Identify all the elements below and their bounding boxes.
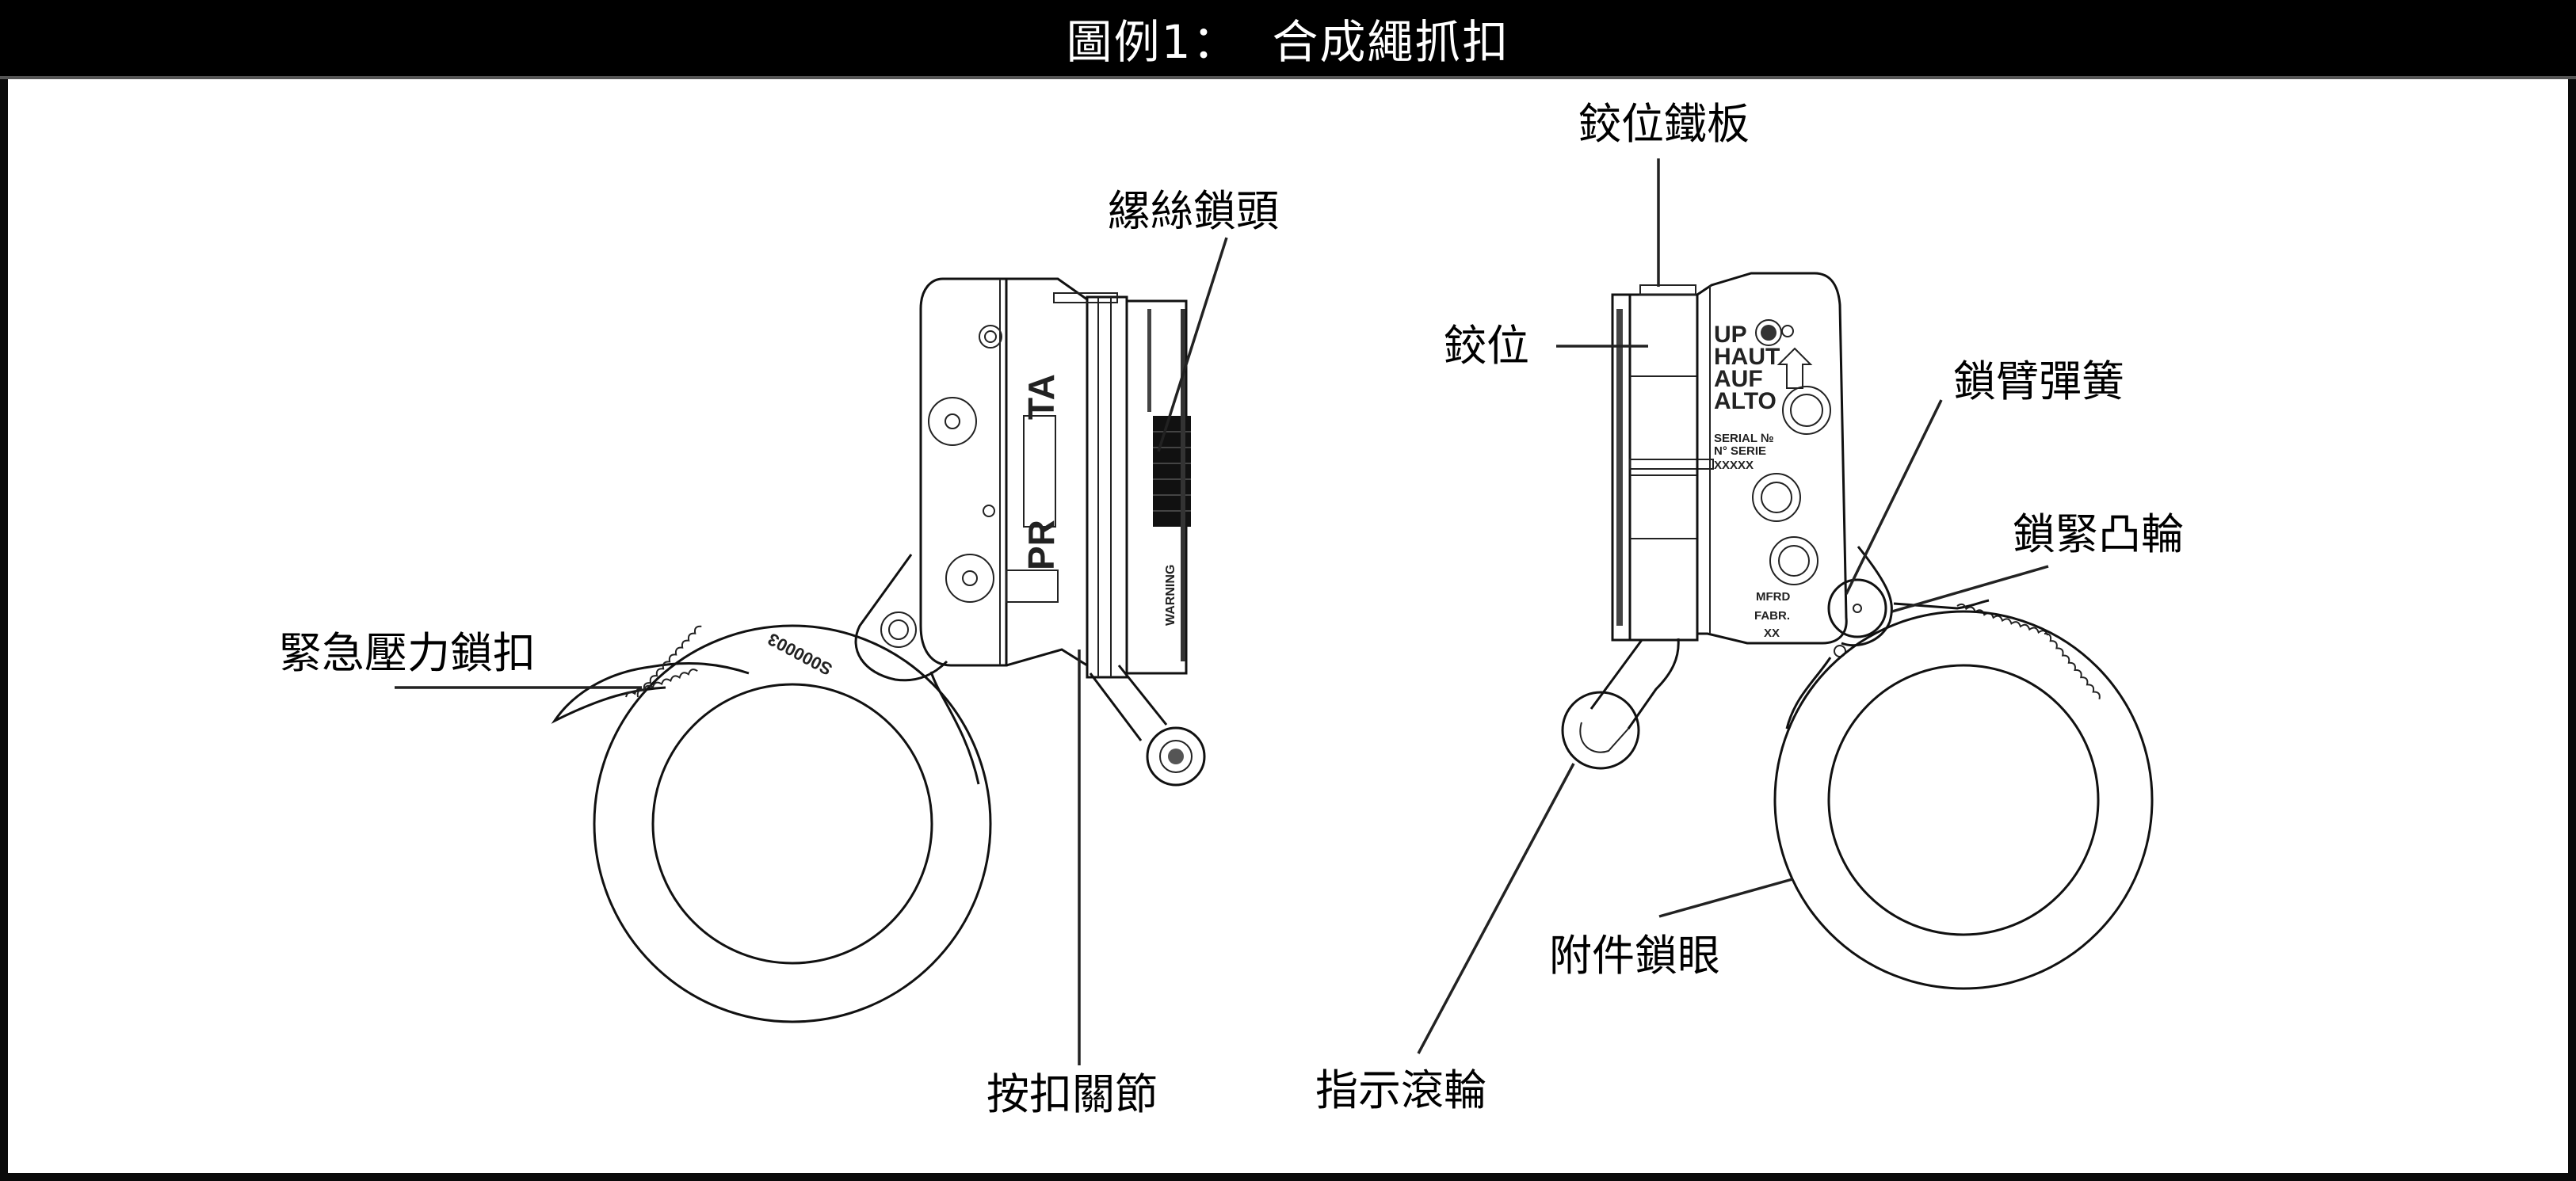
up-indicator-dot — [1761, 325, 1776, 341]
right-ring-neck-bottom — [1785, 657, 1832, 730]
mfrd-label: MFRD — [1756, 590, 1790, 604]
left-body-plate — [919, 277, 1008, 667]
marking-up: UP — [1714, 322, 1747, 348]
label-emergency-lock: 緊急壓力鎖扣 — [279, 628, 536, 678]
serie-no-label: N° SERIE — [1714, 444, 1766, 458]
up-indicator-small — [1781, 325, 1794, 337]
hinge-plate-cap — [1639, 284, 1696, 295]
left-rivet-2 — [945, 554, 994, 603]
left-rivet-2-center — [962, 570, 978, 586]
serial-no-label: SERIAL № — [1714, 432, 1774, 445]
figure-title: 圖例1： 合成繩抓扣 — [1066, 15, 1510, 69]
left-small-hole — [983, 505, 995, 517]
label-attachment-eye: 附件鎖眼 — [1549, 931, 1720, 981]
right-ring-inner — [1827, 664, 2100, 936]
left-device: S000003 TA PR — [551, 277, 1206, 1023]
leader-attachment-eye — [1658, 878, 1793, 918]
left-rivet-1-center — [945, 413, 960, 429]
right-serration-1 — [1956, 603, 2049, 636]
right-rivet-2-inner — [1761, 482, 1792, 513]
right-roller-arm — [1589, 638, 1680, 730]
leader-lines — [395, 158, 2049, 1065]
left-indicator-roller — [1146, 726, 1206, 787]
left-roller-arm — [1089, 665, 1168, 741]
label-button-joint: 按扣關節 — [987, 1069, 1158, 1119]
serial-engraving: S000003 — [765, 629, 836, 679]
mfrd-value: XX — [1764, 627, 1780, 640]
label-arm-spring: 鎖臂彈簧 — [1953, 356, 2124, 406]
left-brand-tab — [1006, 570, 1059, 603]
label-hinge: 鉸位 — [1444, 321, 1529, 371]
label-indicator-roller: 指示滾輪 — [1315, 1065, 1486, 1115]
fabr-label: FABR. — [1754, 609, 1790, 623]
label-locking-cam: 鎖緊凸輪 — [2013, 509, 2184, 559]
left-attachment-ring: S000003 — [551, 624, 992, 1023]
left-ring-outer — [593, 624, 992, 1023]
left-hinge-cap — [1053, 292, 1118, 303]
callout-labels: 縲絲鎖頭 緊急壓力鎖扣 按扣關節 鉸位鐵板 鉸位 鎖臂彈簧 鎖緊凸輪 附件鎖眼 … — [279, 99, 2184, 1119]
lock-arm-spring — [1841, 546, 1893, 647]
hinge-bar — [1629, 459, 1714, 470]
left-ring-inner — [651, 683, 933, 965]
left-warning-print — [1181, 309, 1185, 661]
locking-cam-axle — [1853, 604, 1862, 613]
label-hinge-plate: 鉸位鐵板 — [1578, 99, 1750, 149]
left-pivot-pin-inner — [888, 619, 909, 640]
left-roller-axle — [1168, 749, 1184, 764]
left-roller-hub — [1159, 740, 1193, 773]
up-arrow-icon — [1776, 347, 1813, 389]
left-rivet-top-inner — [984, 330, 997, 343]
marking-haut: HAUT — [1714, 344, 1780, 370]
brand-mark-bottom: PR — [1021, 520, 1062, 570]
locking-cam — [1827, 578, 1887, 638]
right-indicator-roller — [1561, 691, 1640, 770]
marking-alto: ALTO — [1714, 388, 1776, 414]
right-body-plate — [1696, 272, 1848, 645]
right-serration-2 — [2044, 632, 2101, 699]
right-roller-inner — [1579, 722, 1629, 753]
right-hinge-print — [1616, 309, 1623, 626]
up-indicator-ring — [1755, 319, 1782, 346]
brand-mark-top: TA — [1021, 374, 1062, 420]
left-rivet-1 — [928, 397, 977, 446]
leader-indicator-roller — [1417, 763, 1575, 1054]
right-ring-outer — [1773, 610, 2154, 990]
right-rivet-3-inner — [1778, 545, 1810, 577]
right-rivet-1 — [1782, 386, 1831, 435]
right-device: UP HAUT AUF ALTO SERIAL № N° SERIE XXXXX… — [1561, 272, 2154, 990]
left-pivot-pin — [880, 611, 917, 648]
left-brand-slot — [1023, 415, 1056, 528]
left-ring-neck — [929, 671, 980, 785]
right-rivet-1-inner — [1790, 394, 1823, 427]
title-bar: 圖例1： 合成繩抓扣 — [0, 0, 2576, 79]
left-pivot-lobe — [854, 554, 948, 682]
marking-auf: AUF — [1714, 366, 1763, 392]
right-rivet-2 — [1752, 473, 1801, 522]
left-warning-print-2 — [1147, 309, 1151, 412]
leader-locking-cam — [1891, 565, 2049, 613]
left-hinge-column — [1086, 295, 1128, 679]
right-rivet-3 — [1769, 536, 1818, 585]
leader-thread-lock — [1157, 237, 1228, 452]
left-brand-panel — [1006, 277, 1089, 668]
label-thread-lock: 縲絲鎖頭 — [1108, 186, 1279, 236]
left-rivet-top — [979, 325, 1002, 349]
right-ring-neck-top — [1893, 599, 1990, 610]
warning-text: WARNING — [1164, 565, 1177, 626]
leader-arm-spring — [1845, 399, 1943, 595]
serial-value: XXXXX — [1714, 459, 1754, 472]
